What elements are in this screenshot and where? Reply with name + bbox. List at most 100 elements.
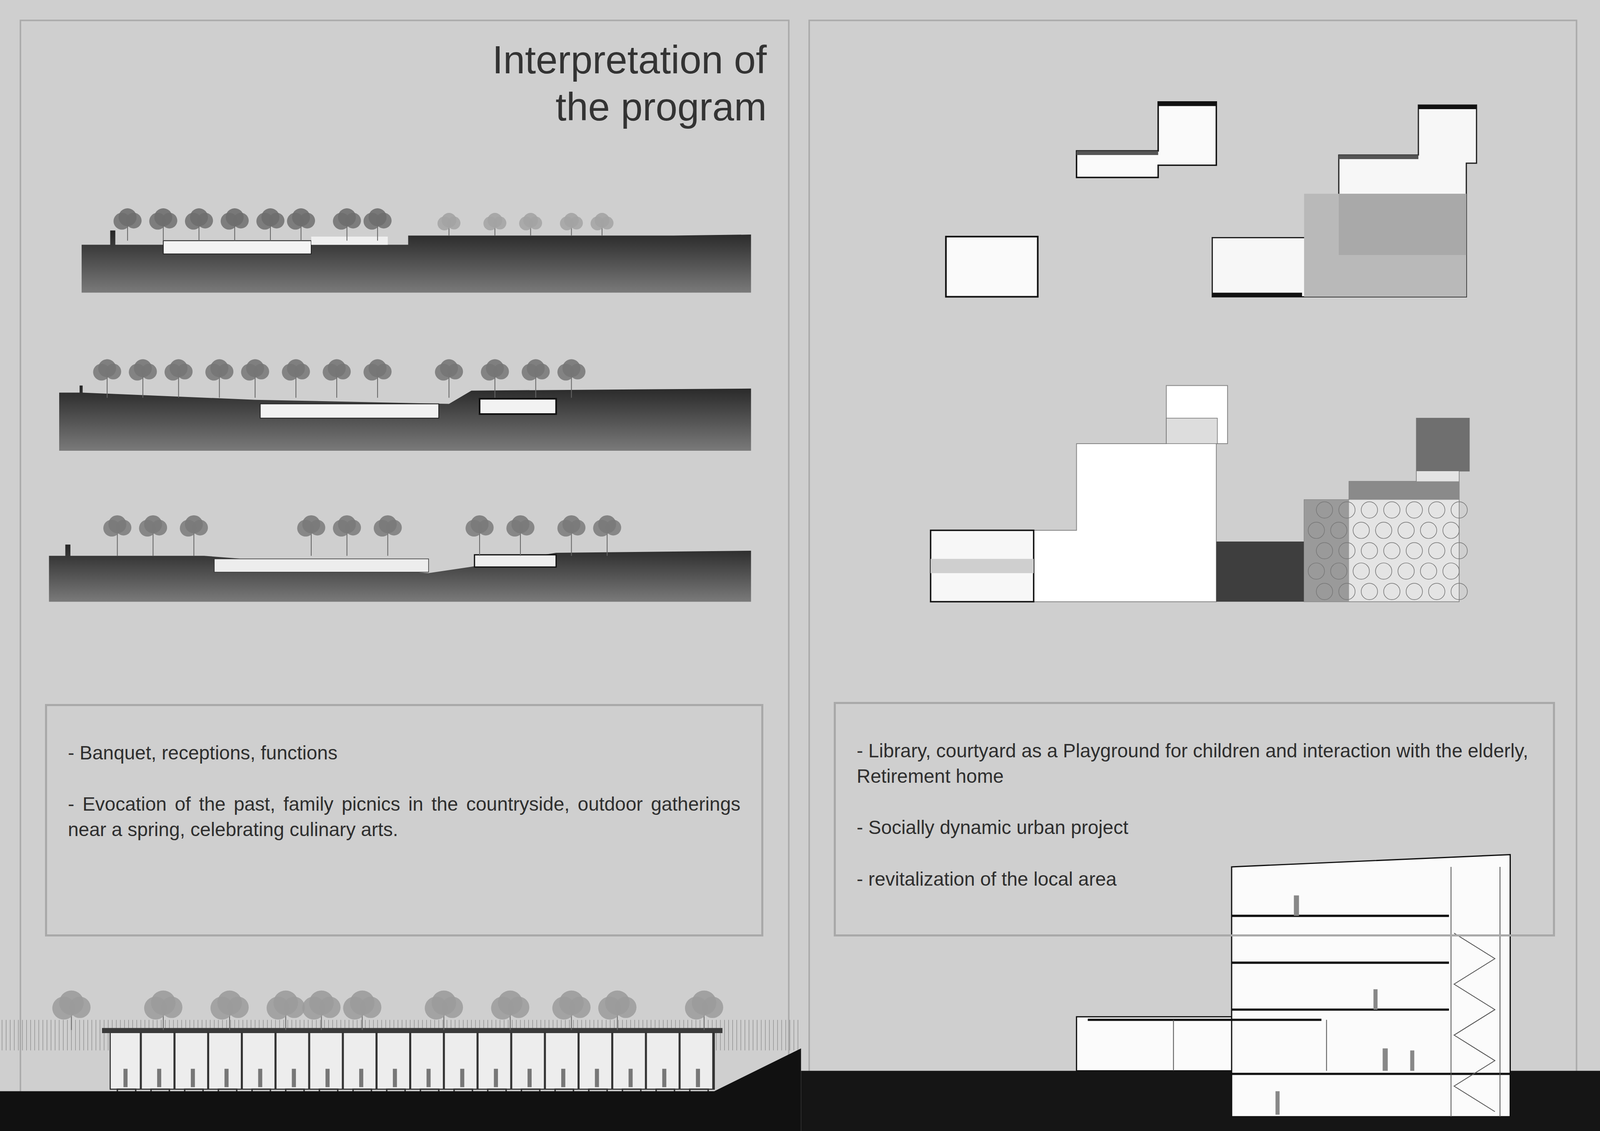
tree-crown (368, 208, 387, 227)
plan-tree (1316, 583, 1333, 600)
fence-line (732, 1020, 733, 1051)
tree-crown (287, 359, 305, 378)
tree-crown (337, 208, 356, 227)
floor-plans (1158, 102, 1217, 107)
tree-crown (185, 515, 203, 534)
tree-crown (190, 208, 208, 227)
tree-crown (273, 990, 298, 1016)
tree-crown (118, 208, 137, 227)
building-section (800, 855, 1600, 1131)
fence-line (785, 1020, 786, 1051)
plan-tree (1428, 583, 1445, 600)
tree-crown (350, 990, 375, 1016)
tree-crown (150, 990, 176, 1016)
site-section-2 (59, 385, 751, 451)
plan-tree (1338, 501, 1355, 518)
figure (325, 1069, 330, 1088)
site-section-2 (479, 398, 557, 415)
fence-line (724, 1020, 725, 1051)
site-section-1 (163, 240, 312, 255)
tree-crown (562, 515, 581, 534)
floor-plans (1212, 292, 1303, 298)
building-section (1450, 867, 1500, 1118)
tree-crown (523, 212, 538, 228)
figure (595, 1069, 600, 1088)
site-section-1 (81, 230, 752, 293)
building-section (1410, 1050, 1415, 1072)
building-section (1293, 895, 1299, 916)
tree-crown (378, 515, 397, 534)
plan-tree (1442, 522, 1460, 539)
figure (662, 1069, 667, 1088)
tree-crown (564, 212, 579, 228)
column (173, 1032, 176, 1090)
plan-tree (1352, 562, 1370, 580)
floor-plans (1418, 105, 1477, 110)
figure (460, 1069, 465, 1088)
building-section (1275, 1091, 1280, 1115)
column (140, 1032, 143, 1090)
plan-tree (1428, 501, 1445, 518)
building-section (1454, 933, 1495, 1112)
column (543, 1032, 546, 1090)
figure (695, 1069, 700, 1088)
figure (258, 1069, 263, 1088)
tree-crown (440, 359, 458, 378)
long-section (102, 1028, 723, 1034)
fence-line (58, 1020, 60, 1051)
fence-line (67, 1020, 68, 1051)
floor-plans (1033, 385, 1228, 602)
tree-crown (497, 990, 523, 1016)
plan-tree (1397, 562, 1415, 580)
fence-line (781, 1020, 782, 1051)
building-section (1231, 961, 1450, 964)
fence-line (30, 1020, 31, 1051)
building-section (1382, 1048, 1388, 1072)
fence-line (777, 1020, 778, 1051)
fence-line (1, 1020, 3, 1051)
tree-crown (526, 359, 545, 378)
figure (392, 1069, 398, 1088)
fence-line (773, 1020, 774, 1051)
plan-tree (1330, 562, 1347, 580)
column (510, 1032, 513, 1090)
tree-crown (368, 359, 387, 378)
figure (628, 1069, 633, 1088)
tree-crown (144, 515, 163, 534)
plan-tree (1352, 522, 1370, 539)
bullet-text: - Banquet, receptions, functions (67, 740, 741, 766)
board-illustration (52, 208, 724, 1031)
tree-crown (485, 359, 504, 378)
tree-crown (246, 359, 265, 378)
bullet-text: - revitalization of the local area (856, 866, 1533, 893)
fence-line (789, 1020, 790, 1051)
fence-line (797, 1020, 798, 1051)
figure (123, 1069, 128, 1088)
building-section (1173, 867, 1500, 1118)
panel-frames (20, 20, 789, 1113)
floor-plans (1308, 501, 1468, 600)
plan-tree (1397, 522, 1415, 539)
building-section (1373, 989, 1378, 1010)
building-section (1231, 1072, 1511, 1075)
column (274, 1032, 277, 1090)
bullet-text: - Library, courtyard as a Playground for… (856, 738, 1533, 790)
floor-plans (1166, 418, 1218, 444)
fence-line (22, 1020, 23, 1051)
tree-crown (337, 515, 356, 534)
tree-crown (210, 359, 229, 378)
floor-plans (1338, 193, 1467, 255)
long-section (117, 1032, 715, 1102)
tree-crown (108, 515, 127, 534)
tree-crown (154, 208, 173, 227)
tree-crown (59, 990, 84, 1016)
fence-line (14, 1020, 15, 1051)
tree-crown (98, 359, 117, 378)
plan-tree (1450, 501, 1468, 518)
floor-plans (930, 559, 1034, 574)
tree-crown (562, 359, 581, 378)
long-section (110, 1032, 715, 1090)
fence-line (38, 1020, 39, 1051)
fence-line (34, 1020, 35, 1051)
floor-plans (1349, 481, 1460, 500)
